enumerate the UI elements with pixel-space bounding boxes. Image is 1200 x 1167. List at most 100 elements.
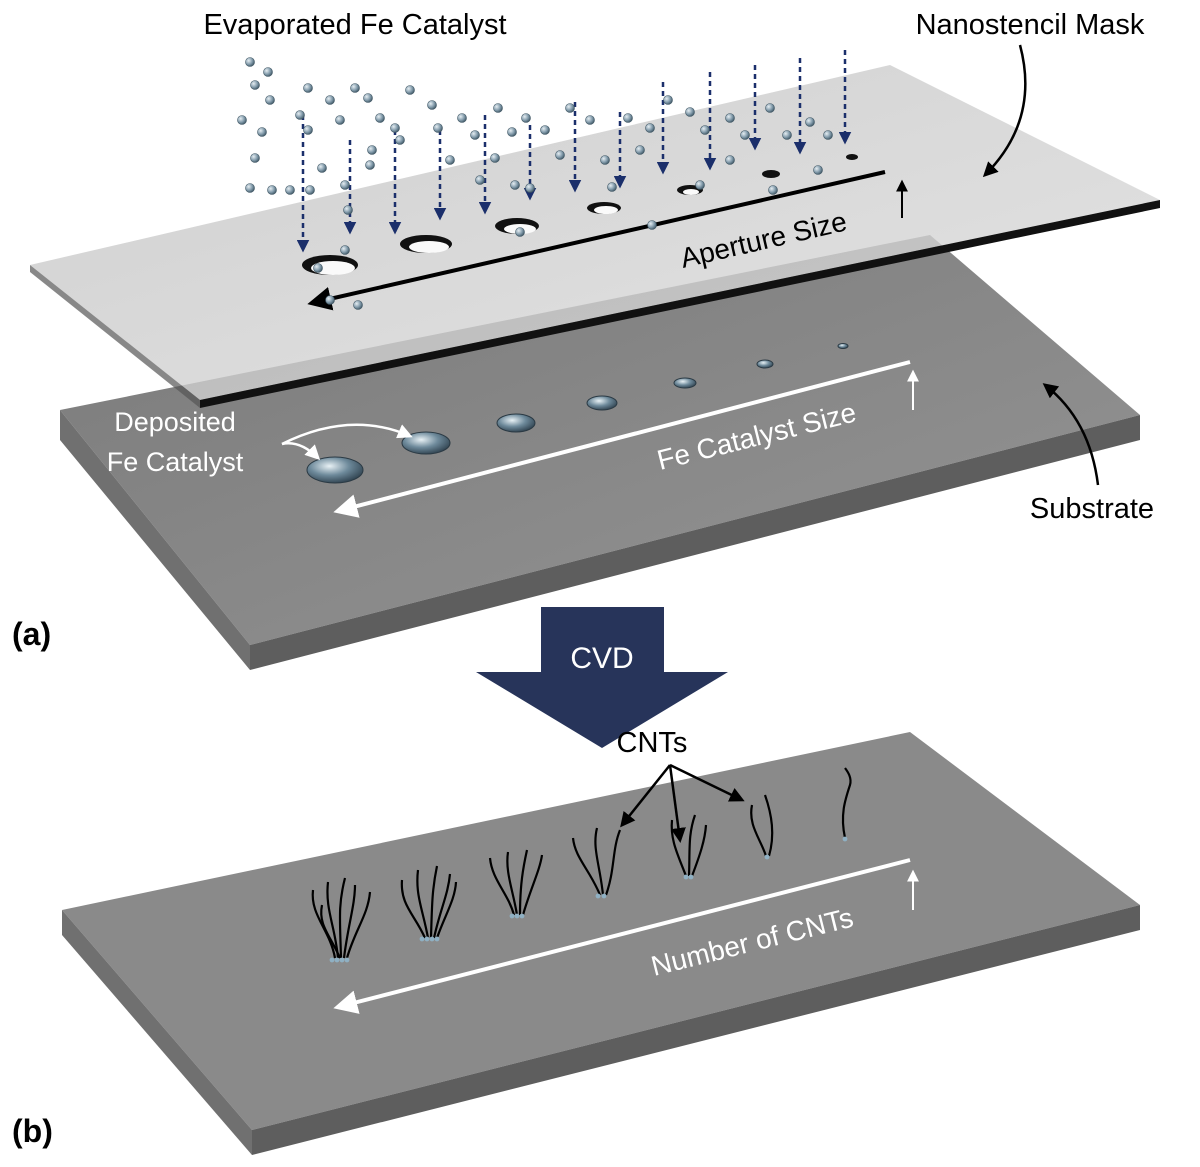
catalyst-dot: [601, 893, 607, 899]
fe-particle: [585, 115, 595, 125]
fe-particle: [367, 145, 377, 155]
fe-particle: [490, 153, 500, 163]
deposited-pointer-arrows: [281, 423, 413, 461]
fe-particle: [343, 205, 353, 215]
fe-particle: [353, 300, 363, 310]
substrate-pointer-arrow: [1042, 383, 1100, 486]
fe-particle: [445, 155, 455, 165]
fe-particle: [725, 155, 735, 165]
fe-particle: [521, 113, 531, 123]
fe-particle: [765, 103, 775, 113]
fe-particle: [303, 125, 313, 135]
evaporated-label: Evaporated Fe Catalyst: [203, 9, 506, 41]
fe-particle: [540, 125, 550, 135]
fe-particle: [470, 130, 480, 140]
fe-particle: [375, 113, 385, 123]
catalyst-dot: [419, 936, 425, 942]
deposited-drops: [306, 343, 849, 484]
cnt-catalyst-dots: [329, 836, 848, 963]
fe-particle: [340, 245, 350, 255]
catalyst-dot: [595, 893, 601, 899]
number-of-cnts-arrow: [333, 858, 919, 1014]
fe-particle: [285, 185, 295, 195]
fe-particle: [515, 227, 525, 237]
substrate-label: Substrate: [1030, 493, 1154, 525]
fe-particle: [623, 113, 633, 123]
fe-particle: [645, 123, 655, 133]
cnts-label: CNTs: [617, 727, 688, 759]
fe-particle: [335, 115, 345, 125]
fe-particle: [493, 103, 503, 113]
panel-b-label: (b): [12, 1113, 53, 1149]
mask-label: Nanostencil Mask: [916, 9, 1145, 41]
catalyst-dot: [688, 874, 694, 880]
fe-particle: [782, 130, 792, 140]
fe-particle: [433, 123, 443, 133]
fe-particle: [768, 185, 778, 195]
catalyst-dot: [842, 836, 848, 842]
catalyst-dot: [424, 936, 430, 942]
aperture-size-arrow: [307, 170, 908, 311]
fe-particle: [363, 93, 373, 103]
fe-particle: [740, 130, 750, 140]
fe-particle: [365, 160, 375, 170]
fe-particle: [813, 165, 823, 175]
fe-particle: [350, 83, 360, 93]
fe-particle: [405, 85, 415, 95]
fe-particle: [303, 83, 313, 93]
fe-particle: [257, 127, 267, 137]
catalyst-dot: [764, 854, 770, 860]
fe-particle: [267, 185, 277, 195]
catalyst-dot: [334, 957, 340, 963]
panel-a-label: (a): [12, 616, 51, 652]
cvd-label: CVD: [570, 642, 633, 675]
fe-particle: [313, 263, 323, 273]
cvd-arrow: [476, 607, 728, 748]
fe-particle: [510, 180, 520, 190]
aperture-holes: [302, 154, 858, 275]
fe-particle: [525, 183, 535, 193]
catalyst-dot: [434, 936, 440, 942]
cnt-bundles: [311, 767, 852, 959]
fe-particle: [600, 155, 610, 165]
fe-particle: [507, 127, 517, 137]
fe-particle: [565, 103, 575, 113]
deposition-arrows: [296, 50, 852, 253]
catalyst-dot: [514, 913, 520, 919]
substrate-b: [62, 732, 1140, 1155]
fe-particle: [427, 100, 437, 110]
fe-particle: [245, 57, 255, 67]
fe-particle: [317, 163, 327, 173]
catalyst-dot: [509, 913, 515, 919]
catalyst-dot: [329, 957, 335, 963]
evaporated-particles: [237, 57, 833, 310]
catalyst-dot: [519, 913, 525, 919]
fe-particle: [395, 135, 405, 145]
fe-particle: [647, 220, 657, 230]
fe-particle: [245, 183, 255, 193]
catalyst-dot: [429, 936, 435, 942]
fe-particle: [237, 115, 247, 125]
fe-particle: [607, 182, 617, 192]
fe-particle: [685, 107, 695, 117]
deposited-label-line1: Deposited: [114, 407, 236, 437]
fe-particle: [555, 150, 565, 160]
fe-particle: [475, 175, 485, 185]
nanostencil-mask: [30, 65, 1160, 408]
fe-particle: [263, 67, 273, 77]
fe-particle: [805, 117, 815, 127]
fe-particle: [823, 130, 833, 140]
fe-particle: [340, 180, 350, 190]
cnts-pointer-arrows: [620, 763, 745, 843]
fe-particle: [695, 180, 705, 190]
fe-particle: [295, 110, 305, 120]
catalyst-size-arrow: [333, 360, 919, 518]
mask-pointer-arrow: [982, 44, 1027, 178]
fe-particle: [305, 185, 315, 195]
fe-particle: [663, 95, 673, 105]
fe-particle: [250, 80, 260, 90]
fe-particle: [700, 125, 710, 135]
fe-particle: [390, 123, 400, 133]
